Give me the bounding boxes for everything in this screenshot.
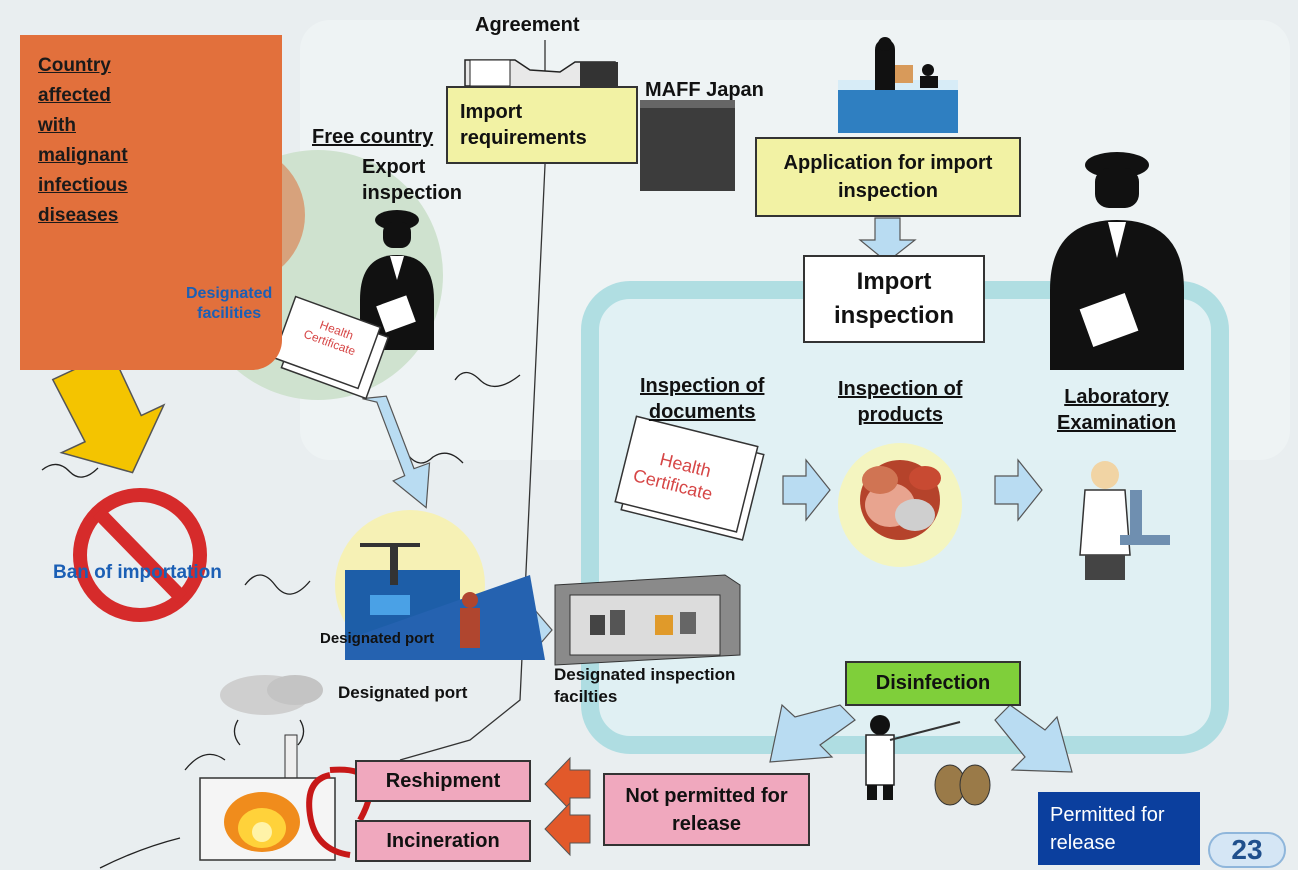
scientist-icon	[1079, 461, 1170, 580]
export-inspector-icon	[360, 210, 434, 350]
import-requirements-line2: requirements	[460, 127, 587, 149]
import-requirements-box: Import requirements	[446, 86, 638, 164]
import-inspection-line1: Import	[856, 268, 932, 295]
inspection-documents-label: Inspection of documents	[640, 375, 765, 423]
affected-country-panel	[20, 35, 282, 370]
agreement-label: Agreement	[475, 14, 580, 36]
inspection-facility-icon	[554, 574, 741, 666]
ban-label: Ban of importation	[53, 562, 222, 583]
application-line2: inspection	[837, 180, 938, 202]
designated-port-label-b: Designated port	[338, 683, 468, 702]
inspection-products-label: Inspection of products	[838, 378, 963, 426]
free-country-label: Free country	[312, 126, 434, 148]
reshipment-arrow	[544, 756, 591, 812]
permitted-line1: Permitted for	[1050, 803, 1165, 826]
affected-country-label: Country affected with malignant infectio…	[38, 55, 128, 226]
meat-products-icon	[860, 460, 941, 540]
incinerator-icon	[199, 734, 373, 861]
reshipment-box: Reshipment	[355, 760, 531, 802]
health-certificate-small	[272, 295, 390, 400]
not-permitted-line2: release	[672, 812, 741, 835]
products-to-lab-arrow	[994, 458, 1043, 522]
squiggle	[454, 371, 521, 387]
page-number-badge: 23	[1208, 832, 1286, 868]
lab-inspector-icon	[1050, 152, 1184, 370]
health-certificate-large	[614, 415, 765, 541]
to-not-permitted-arrow	[769, 703, 856, 763]
maff-building-icon	[640, 100, 735, 191]
application-box: Application for import inspection	[755, 137, 1021, 217]
to-permitted-arrow	[994, 704, 1073, 773]
squiggle	[407, 452, 464, 464]
squiggle	[244, 574, 311, 595]
export-to-port-arrow	[362, 395, 431, 509]
disinfection-box: Disinfection	[845, 661, 1021, 706]
laboratory-label: Laboratory Examination	[1057, 386, 1176, 434]
disinfector-icon	[865, 715, 991, 806]
ban-icon	[73, 488, 207, 622]
permitted-line2: release	[1050, 831, 1116, 854]
maff-label: MAFF Japan	[645, 79, 764, 101]
application-line1: Application for import	[783, 152, 993, 174]
import-requirements-line1: Import	[460, 101, 523, 123]
import-inspection-box: Import inspection	[803, 255, 985, 343]
permitted-box: Permitted for release	[1038, 792, 1200, 865]
squiggle	[99, 837, 181, 869]
ship-port-icon	[345, 543, 545, 660]
not-permitted-line1: Not permitted for	[625, 784, 788, 807]
import-counter-icon	[838, 37, 958, 133]
designated-facilities-label: Designated facilities	[186, 285, 273, 322]
designated-port-label-a: Designated port	[320, 630, 435, 647]
application-arrow	[858, 217, 917, 263]
documents-to-products-arrow	[782, 458, 831, 522]
squiggle	[41, 463, 99, 478]
squiggle	[233, 719, 305, 746]
import-inspection-line2: inspection	[833, 302, 954, 329]
inspection-facilities-label: Designated inspection facilties	[554, 665, 736, 706]
incineration-arrow	[544, 801, 591, 857]
incineration-box: Incineration	[355, 820, 531, 862]
not-permitted-box: Not permitted for release	[603, 773, 810, 846]
squiggle	[184, 753, 226, 771]
export-inspection-label: Export inspection	[362, 156, 463, 204]
